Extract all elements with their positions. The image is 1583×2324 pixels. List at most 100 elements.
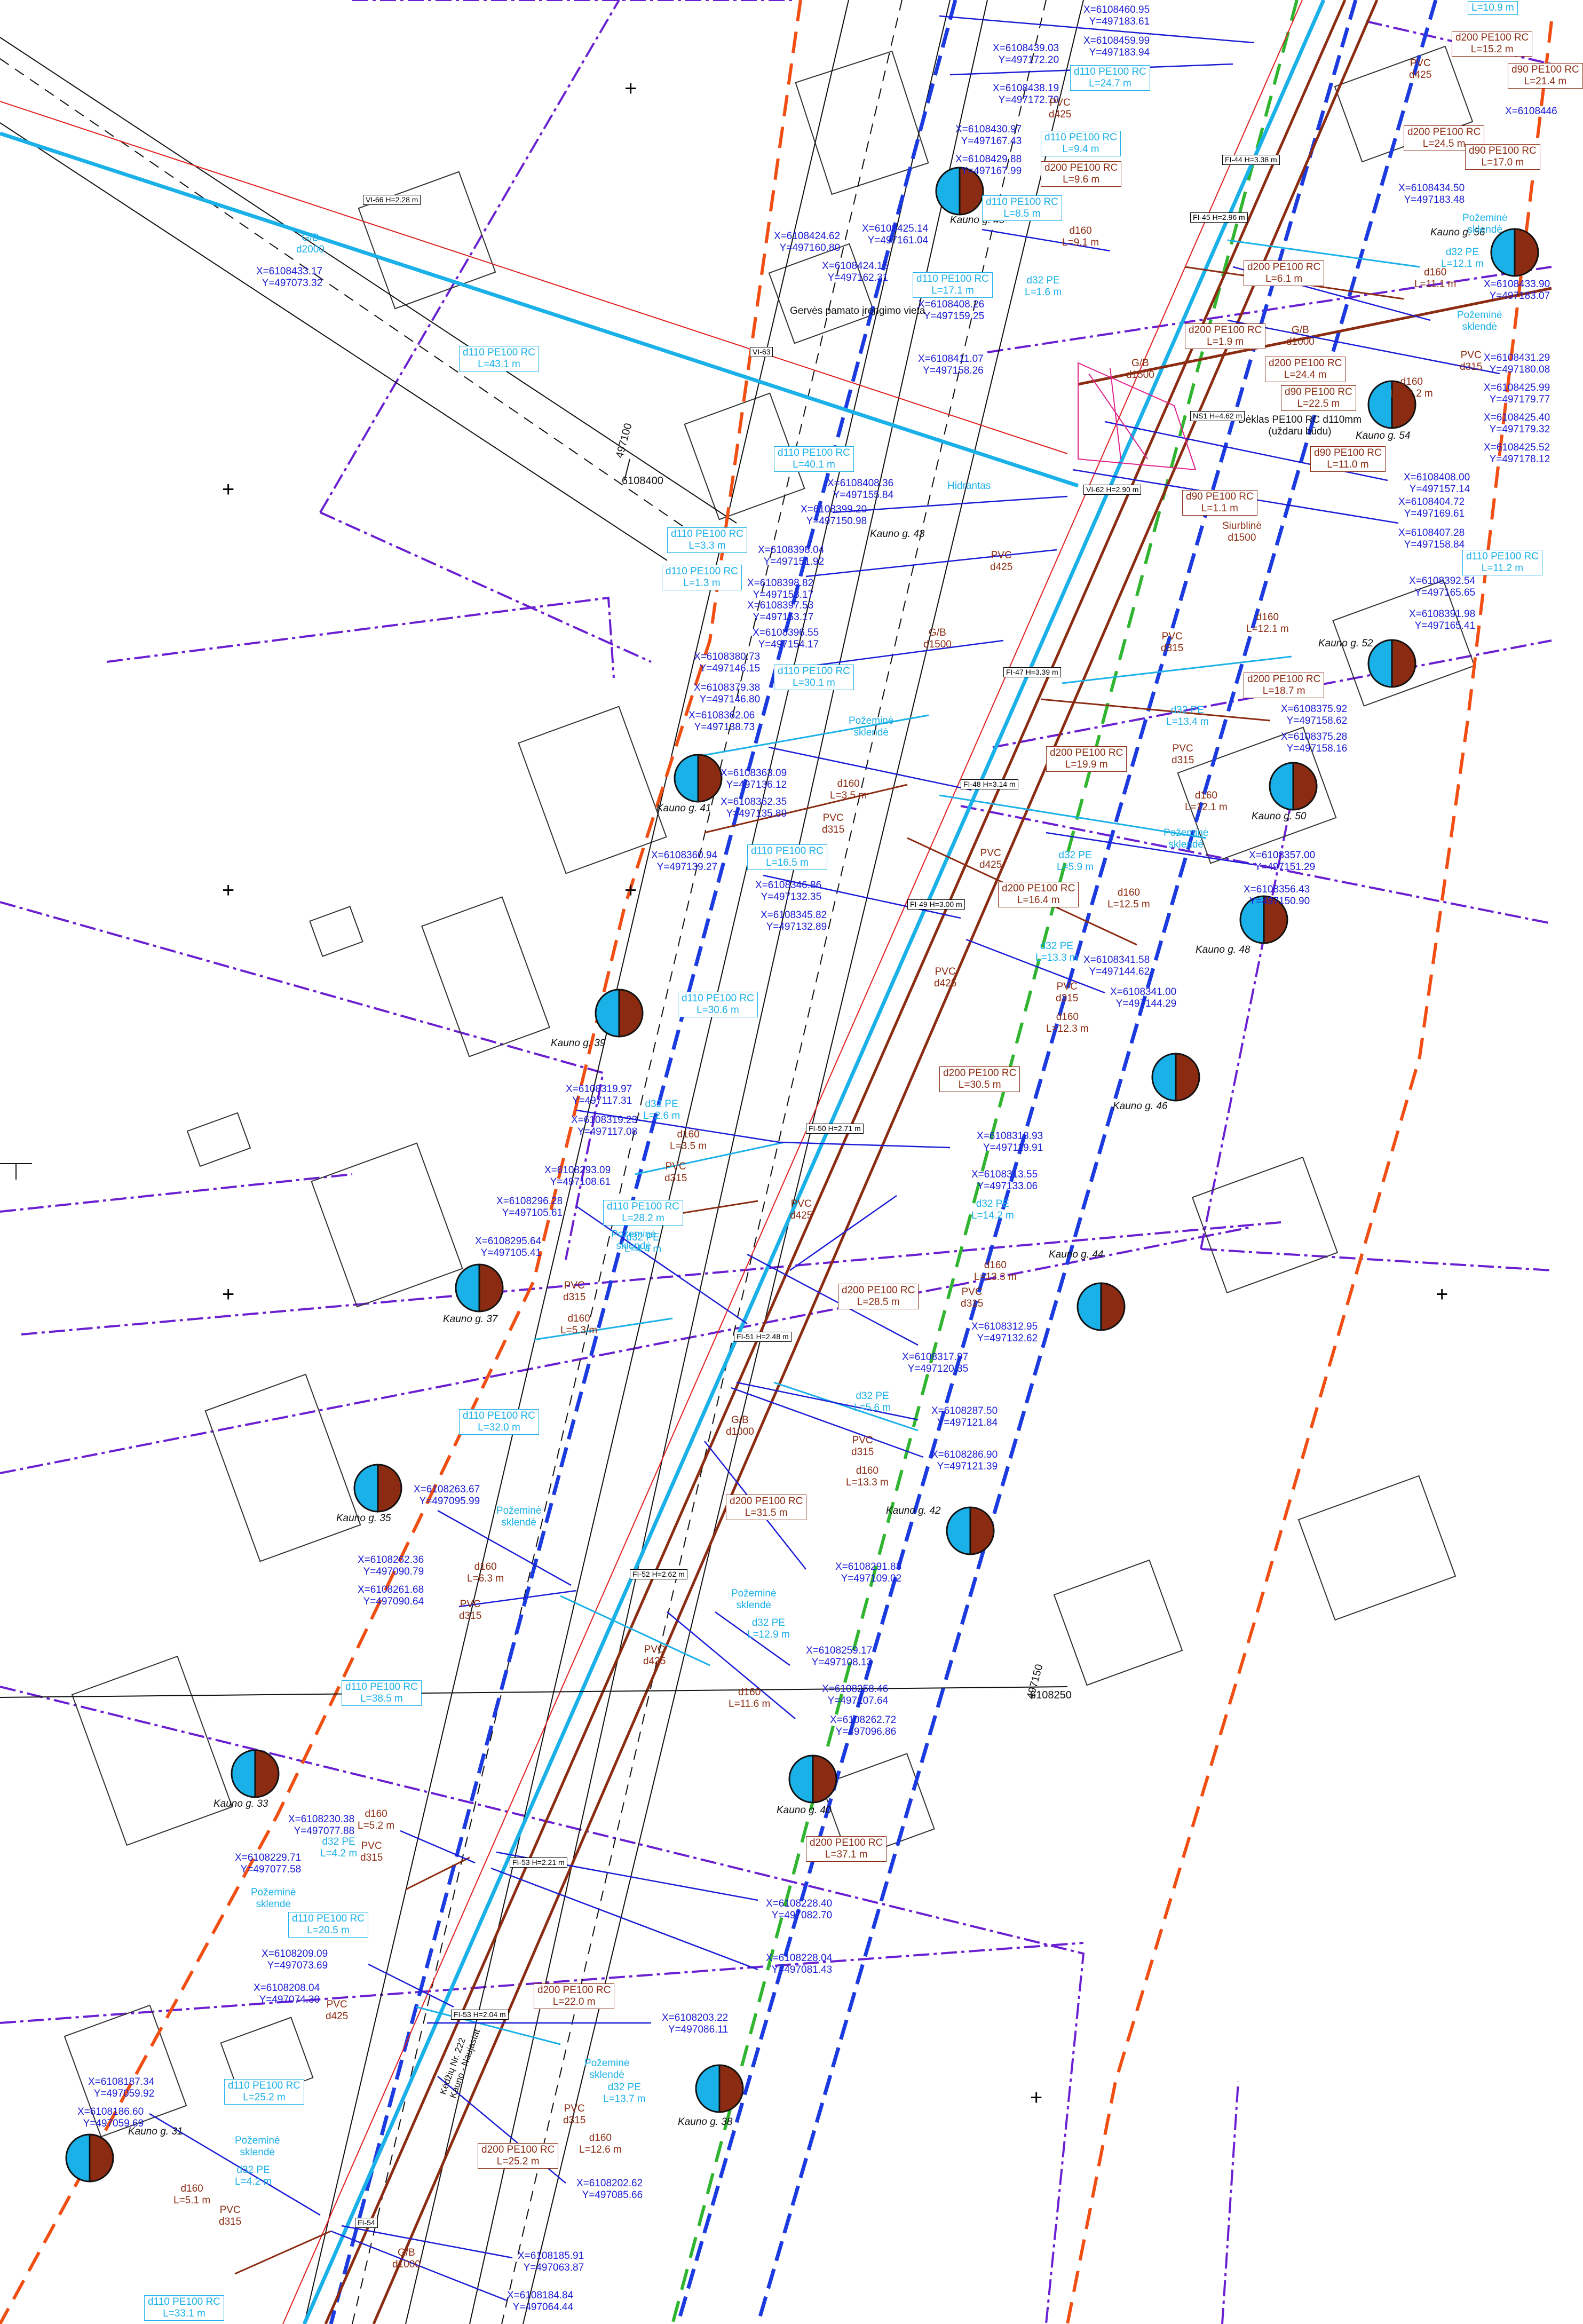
house-marker[interactable]: Kauno g. 45 bbox=[934, 165, 1004, 226]
house-marker[interactable]: Kauno g. 39 bbox=[551, 987, 645, 1049]
valve-note: Požeminė sklendė bbox=[1163, 827, 1209, 850]
well-label[interactable]: VI-63 bbox=[750, 347, 773, 358]
coordinate-label: X=6108262.72 Y=497096.86 bbox=[830, 1714, 897, 1737]
sewer-note: d160 L=11.1 m bbox=[1414, 267, 1457, 290]
coordinate-label: X=6108396.55 Y=497154.17 bbox=[753, 627, 819, 650]
half-blue-half-brown-circle-icon bbox=[231, 1749, 280, 1798]
house-marker[interactable]: Kauno g. 31 bbox=[64, 2126, 183, 2186]
coordinate-label: X=6108424.62 Y=497160.80 bbox=[774, 231, 841, 254]
sewer-note: d160 L=12.6 m bbox=[579, 2132, 622, 2155]
road-edges bbox=[0, 0, 1084, 2324]
well-label[interactable]: FI-44 H=3.38 m bbox=[1222, 155, 1280, 165]
half-blue-half-brown-circle-icon bbox=[695, 2064, 744, 2113]
house-marker[interactable]: Kauno g. 46 bbox=[1113, 1052, 1201, 1112]
well-label[interactable]: FI-45 H=2.96 m bbox=[1190, 212, 1248, 223]
service-pipe-note: d32 PE L=5.6 m bbox=[854, 1390, 891, 1413]
house-marker[interactable]: Kauno g. 40 bbox=[777, 1753, 838, 1816]
half-blue-half-brown-circle-icon bbox=[455, 1263, 504, 1313]
coordinate-label: X=6108429.88 Y=497167.99 bbox=[955, 154, 1022, 177]
house-label: Kauno g. 39 bbox=[551, 1038, 606, 1049]
sewer-note: PVC d315 bbox=[459, 1599, 482, 1622]
sewer-note: d160 L=3.5 m bbox=[670, 1129, 707, 1152]
water-pipe-label: d110 PE100 RC L=16.5 m bbox=[747, 844, 827, 870]
sewer-pipe-label: d200 PE100 RC L=19.9 m bbox=[1046, 746, 1127, 772]
coordinate-label: X=6108295.64 Y=497105.41 bbox=[475, 1236, 542, 1259]
service-pipe-note: d32 PE L=4.4 m bbox=[624, 1232, 662, 1255]
service-pipe-note: d32 PE L=12.9 m bbox=[747, 1617, 790, 1640]
house-marker[interactable]: Kauno g. 50 bbox=[1252, 761, 1319, 822]
well-label[interactable]: FI-51 H=2.48 m bbox=[734, 1332, 792, 1342]
valve-note: Požeminė sklendė bbox=[849, 715, 894, 738]
well-label[interactable]: VI-66 H=2.28 m bbox=[363, 195, 421, 205]
coordinate-label: X=6108446 bbox=[1505, 106, 1557, 117]
house-marker[interactable]: Kauno g. 52 bbox=[1318, 638, 1418, 692]
half-blue-half-brown-circle-icon bbox=[1077, 1282, 1126, 1331]
well-label[interactable]: FI-47 H=3.39 m bbox=[1003, 667, 1061, 678]
well-label[interactable]: FI-53 H=2.04 m bbox=[451, 2010, 509, 2020]
coordinate-label: X=6108430.97 Y=497167.43 bbox=[955, 124, 1022, 147]
coordinate-label: X=6108229.71 Y=497077.58 bbox=[235, 1852, 302, 1875]
service-connections bbox=[234, 239, 1420, 2275]
sewer-note: G/B d1000 bbox=[1286, 325, 1315, 347]
coordinate-label: X=6108397.53 Y=497153.17 bbox=[747, 600, 814, 623]
house-marker[interactable]: Kauno g. 41 bbox=[656, 753, 724, 814]
house-label: Kauno g. 31 bbox=[128, 2126, 183, 2137]
half-blue-half-brown-circle-icon bbox=[65, 2133, 114, 2183]
valve-note: Požeminė sklendė bbox=[1457, 310, 1502, 333]
house-marker[interactable]: Kauno g. 54 bbox=[1356, 379, 1418, 441]
sewer-note: PVC d315 bbox=[1056, 981, 1079, 1004]
coordinate-label: X=6108433.90 Y=497183.07 bbox=[1484, 279, 1550, 302]
house-marker[interactable]: Kauno g. 44 bbox=[1049, 1249, 1127, 1335]
house-label: Kauno g. 46 bbox=[1113, 1101, 1168, 1112]
coordinate-label: X=6108317.97 Y=497120.35 bbox=[902, 1351, 969, 1374]
water-pipe-label: d110 PE100 RC L=11.2 m bbox=[1462, 550, 1542, 575]
well-label[interactable]: VI-62 H=2.90 m bbox=[1083, 485, 1142, 495]
house-label: Kauno g. 50 bbox=[1252, 811, 1307, 822]
coordinate-label: X=6108424.15 Y=497162.31 bbox=[822, 260, 889, 283]
well-label[interactable]: FI-54 bbox=[355, 2218, 378, 2228]
grid-cross-icon: + bbox=[1030, 2086, 1043, 2109]
coordinate-label: X=6108228.04 Y=497081.43 bbox=[766, 1953, 833, 1975]
half-blue-half-brown-circle-icon bbox=[1239, 895, 1288, 944]
well-label[interactable]: FI-52 H=2.62 m bbox=[630, 1569, 687, 1580]
house-marker[interactable]: Kauno g. 48 bbox=[1196, 894, 1289, 955]
house-label: Kauno g. 52 bbox=[1318, 638, 1373, 649]
coordinate-label: X=6108438.19 Y=497172.70 bbox=[993, 83, 1059, 106]
coordinate-label: X=6108408.36 Y=497155.84 bbox=[827, 478, 894, 501]
house-marker[interactable]: Kauno g. 33 bbox=[213, 1748, 281, 1809]
coordinate-label: X=6108345.82 Y=497132.89 bbox=[761, 910, 827, 932]
house-marker[interactable]: Kauno g. 56 bbox=[1430, 227, 1540, 281]
well-label[interactable]: FI-48 H=3.14 m bbox=[961, 779, 1018, 790]
coordinate-label: X=6108263.67 Y=497095.99 bbox=[414, 1484, 480, 1507]
coordinate-label: X=6108360.94 Y=497139.27 bbox=[651, 850, 718, 873]
house-marker[interactable]: Kauno g. 42 bbox=[886, 1505, 996, 1559]
coordinate-label: X=6108209.09 Y=497073.69 bbox=[262, 1948, 328, 1971]
sewer-pipe-label: d200 PE100 RC L=25.2 m bbox=[478, 2143, 559, 2169]
coordinate-label: X=6108259.17 Y=497108.13 bbox=[806, 1645, 873, 1668]
well-label[interactable]: NS1 H=4.62 m bbox=[1190, 411, 1245, 422]
coordinate-label: X=6108312.95 Y=497132.62 bbox=[971, 1321, 1038, 1344]
coordinate-label: X=6108313.55 Y=497133.06 bbox=[971, 1169, 1038, 1192]
sewer-note: d160 L=13.3 m bbox=[974, 1260, 1017, 1283]
well-label[interactable]: FI-50 H=2.71 m bbox=[806, 1124, 864, 1134]
coordinate-label: X=6108318.93 Y=497119.91 bbox=[977, 1131, 1043, 1153]
coordinate-label: X=6108425.99 Y=497179.77 bbox=[1484, 382, 1550, 405]
service-pipe-note: d32 PE L=13.4 m bbox=[1166, 705, 1209, 728]
sewer-note: d160 L=12.1 m bbox=[1246, 612, 1289, 635]
blue-dashed-lines bbox=[329, 0, 1438, 2324]
coordinate-label: X=6108411.07 Y=497158.26 bbox=[918, 353, 984, 376]
well-label[interactable]: FI-53 H=2.21 m bbox=[510, 1857, 567, 1868]
house-marker[interactable]: Kauno g. 37 bbox=[443, 1262, 505, 1325]
coordinate-label: X=6108258.46 Y=497107.64 bbox=[822, 1683, 889, 1706]
sewer-note: d160 L=12.3 m bbox=[1046, 1011, 1089, 1034]
house-marker[interactable]: Kauno g. 35 bbox=[336, 1463, 403, 1524]
sewer-note: PVC d315 bbox=[664, 1161, 687, 1184]
coordinate-label: X=6108261.68 Y=497090.64 bbox=[358, 1584, 424, 1607]
grid-cross-icon: + bbox=[222, 879, 235, 902]
house-marker[interactable]: Kauno g. 38 bbox=[678, 2063, 745, 2128]
sewer-note: PVC d315 bbox=[219, 2204, 242, 2227]
well-label[interactable]: FI-49 H=3.00 m bbox=[907, 899, 965, 910]
coordinate-label: X=6108262.36 Y=497090.79 bbox=[358, 1554, 424, 1577]
coordinate-label: X=6108346.86 Y=497132.35 bbox=[755, 880, 822, 903]
sewer-pipe-label: d200 PE100 RC L=16.4 m bbox=[998, 882, 1079, 907]
